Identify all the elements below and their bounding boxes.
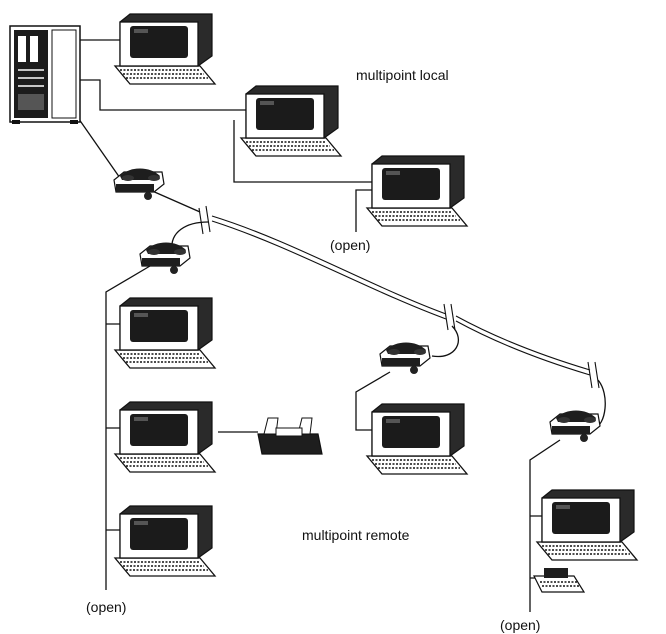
remote-right-terminal — [537, 490, 637, 560]
calculator-line — [530, 578, 536, 612]
modem-remote-left — [140, 243, 190, 275]
modem-host — [114, 169, 164, 201]
modem-to-line-1 — [150, 190, 200, 212]
modem-remote-mid — [380, 343, 430, 375]
label-open-remote-right: (open) — [500, 617, 540, 633]
label-open-remote-left: (open) — [86, 599, 126, 615]
local-terminal-1 — [115, 14, 215, 84]
label-open-local: (open) — [330, 237, 370, 253]
remote-left-terminal-3 — [115, 506, 215, 576]
mid-modem-link — [432, 326, 458, 357]
modem-remote-right — [550, 411, 600, 443]
host-modem-line — [74, 112, 120, 178]
label-multipoint-remote: multipoint remote — [302, 527, 410, 543]
desktop-calculator — [534, 568, 584, 592]
printer — [258, 418, 322, 454]
remote-left-terminal-2 — [115, 402, 215, 472]
local-terminal-2 — [241, 86, 341, 156]
label-multipoint-local: multipoint local — [356, 67, 449, 83]
local-terminal-3 — [367, 156, 467, 226]
host-computer-cabinet — [10, 26, 80, 124]
remote-left-terminal-1 — [115, 298, 215, 368]
remote-mid-terminal — [367, 404, 467, 474]
